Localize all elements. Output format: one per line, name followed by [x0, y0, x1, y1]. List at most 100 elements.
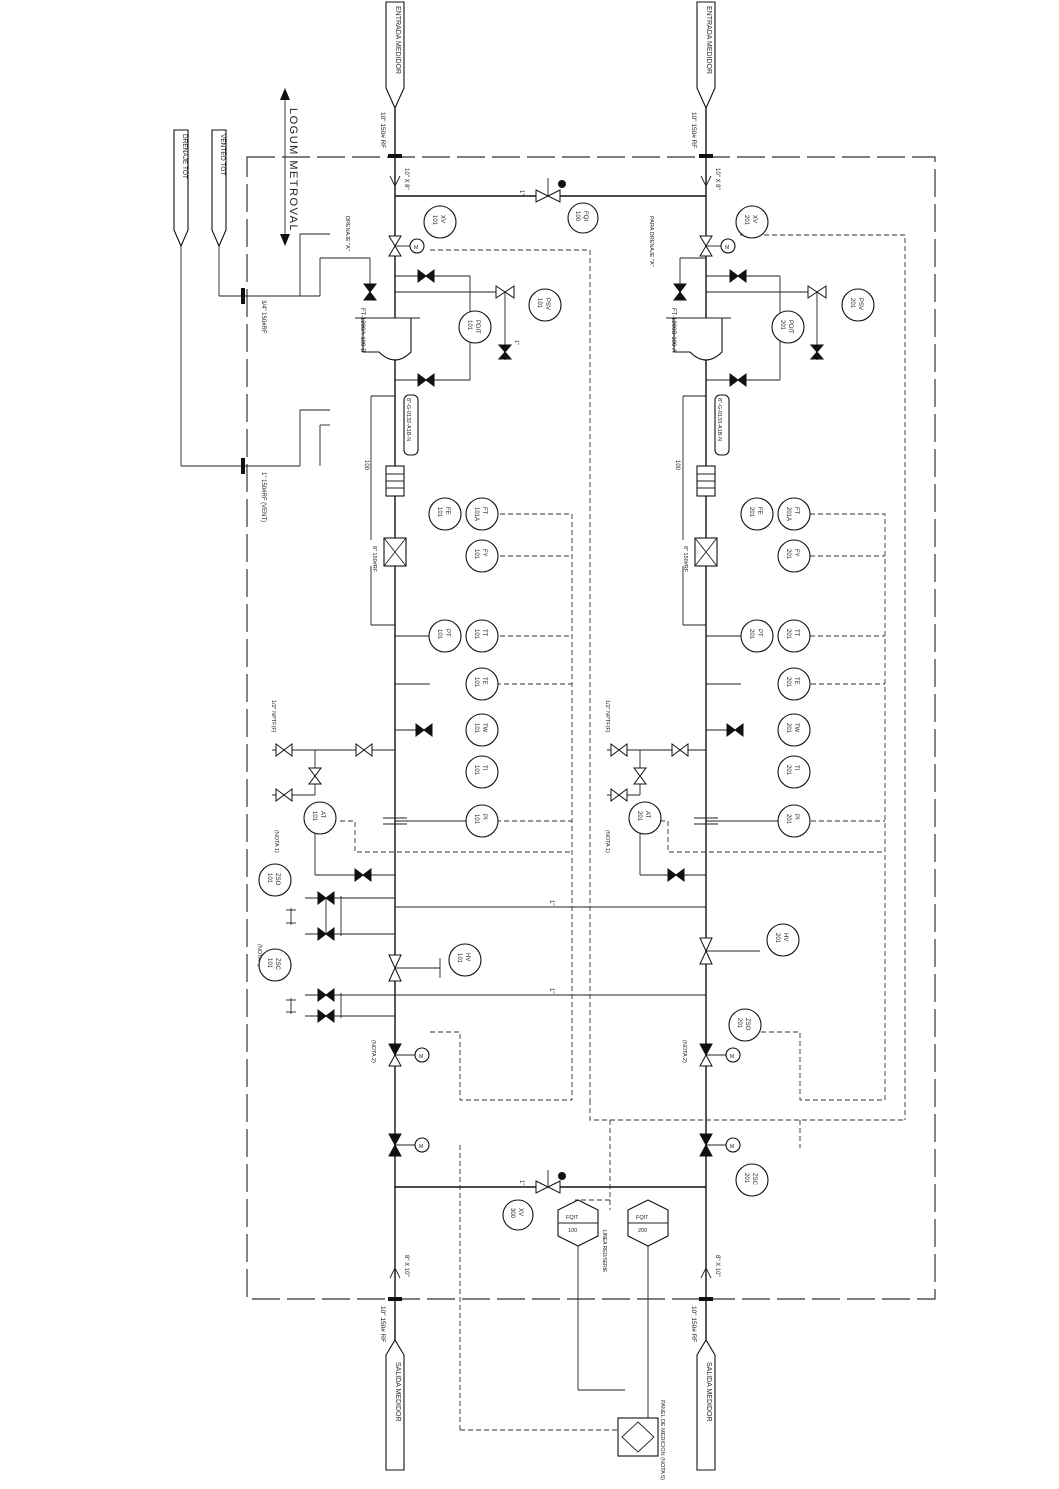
instrument-number: 101 — [431, 215, 437, 226]
instrument-circle — [771, 310, 805, 344]
flow-computer-a: FQIT 100 — [557, 1199, 599, 1247]
instrument-tag: TW — [481, 723, 487, 733]
instrument-tag: HV — [782, 933, 788, 941]
instrument-tag: XV — [751, 215, 757, 223]
svg-text:(NOTA 2): (NOTA 2) — [681, 1040, 687, 1063]
instrument-tag: ZSO — [274, 873, 280, 886]
instrument-circle — [465, 539, 499, 573]
instrument-number: 300 — [509, 1208, 515, 1219]
instrument-tag: PSV — [544, 298, 550, 310]
svg-text:8" 150#RF: 8" 150#RF — [682, 546, 688, 573]
svg-text:PANEL DE MEDICION (NOTA 5): PANEL DE MEDICION (NOTA 5) — [659, 1400, 665, 1480]
instrument-tag: TT — [481, 629, 487, 637]
instrument-number: 201 — [785, 765, 791, 776]
svg-text:10" X 8": 10" X 8" — [403, 168, 409, 190]
instrument-circle — [465, 619, 499, 653]
instrument-circle — [777, 619, 811, 653]
instrument-number: 100 — [574, 211, 580, 222]
svg-text:10" 150# RF: 10" 150# RF — [690, 112, 697, 148]
flag-inlet-a: ENTRADA MEDIDOR 10" 150# RF — [379, 1, 405, 148]
instrument-tag: PSV — [857, 298, 863, 310]
instrument-tag: FQI — [582, 211, 588, 221]
instrument-tag: PI — [481, 814, 487, 820]
instrument-number: 101 — [473, 765, 479, 776]
svg-text:1": 1" — [513, 340, 519, 345]
svg-text:FQIT: FQIT — [566, 1215, 579, 1221]
instrument-tag: FY — [793, 549, 799, 557]
instrument-number: 101 — [311, 811, 317, 822]
instrument-number: 201 — [785, 723, 791, 734]
svg-text:8" 150#RF: 8" 150#RF — [371, 546, 377, 573]
instrument-number: 101A — [473, 507, 479, 521]
crossover-bottom: 1" — [395, 1170, 706, 1194]
boundary-flanges — [388, 154, 713, 1301]
instrument-circle — [728, 1008, 762, 1042]
instrument-tag: FE — [444, 507, 450, 515]
instrument-circle — [458, 310, 492, 344]
instrument-circle — [423, 205, 457, 239]
svg-text:8"-G-0133-A1B-N: 8"-G-0133-A1B-N — [716, 398, 722, 441]
svg-text:(NOTA 2): (NOTA 2) — [370, 1040, 376, 1063]
instrument-circle — [628, 801, 662, 835]
filter-b — [673, 317, 723, 361]
instrument-tag: FE — [756, 507, 762, 515]
svg-text:10" 150# RF: 10" 150# RF — [379, 112, 386, 148]
svg-text:ENTRADA MEDIDOR: ENTRADA MEDIDOR — [394, 6, 401, 74]
instrument-circle — [735, 1163, 769, 1197]
svg-text:VENTEO TOT: VENTEO TOT — [219, 134, 226, 175]
instrument-circle — [777, 755, 811, 789]
measurement-panel: PANEL DE MEDICION (NOTA 5) — [617, 1400, 665, 1480]
instrument-circle — [258, 863, 292, 897]
instrument-number: 101 — [436, 507, 442, 518]
svg-text:1": 1" — [548, 988, 554, 993]
flow-computer-b: FQIT 200 — [627, 1199, 669, 1247]
instrument-number: 101 — [473, 629, 479, 640]
svg-text:200: 200 — [638, 1228, 647, 1234]
instrument-number: 201 — [774, 933, 780, 944]
svg-text:1/2" NPTF(F): 1/2" NPTF(F) — [604, 700, 610, 733]
svg-text:DRENAJE "A": DRENAJE "A" — [344, 216, 350, 251]
reducers: 10" X 8" 10" X 8" 8" X 10" 8" X 10" — [389, 168, 720, 1279]
instrument-circle — [777, 497, 811, 531]
svg-text:FT-1200B-100-A: FT-1200B-100-A — [670, 308, 676, 352]
svg-text:M: M — [725, 245, 729, 251]
instrument-number: 201 — [785, 629, 791, 640]
instrument-tag: AT — [319, 811, 325, 819]
instrument-tag: PDIT — [474, 320, 480, 334]
instrument-circle — [528, 288, 562, 322]
instrument-number: 201A — [785, 507, 791, 521]
instrument-tag: TT — [793, 629, 799, 637]
instrument-circle — [258, 948, 292, 982]
svg-text:8"-G-0132-A1B-N: 8"-G-0132-A1B-N — [405, 398, 411, 441]
instrument-circle — [465, 497, 499, 531]
instrument-number: 201 — [748, 507, 754, 518]
instrument-circle — [502, 1199, 534, 1231]
instrument-number: 201 — [785, 549, 791, 560]
instrument-tag: ZSO — [744, 1018, 750, 1031]
instrument-tag: PT — [444, 629, 450, 637]
instrument-circle — [303, 801, 337, 835]
instrument-tag: PT — [756, 629, 762, 637]
instrument-circle — [567, 202, 599, 234]
instrument-circle — [465, 755, 499, 789]
instrument-tag: XV — [439, 215, 445, 223]
